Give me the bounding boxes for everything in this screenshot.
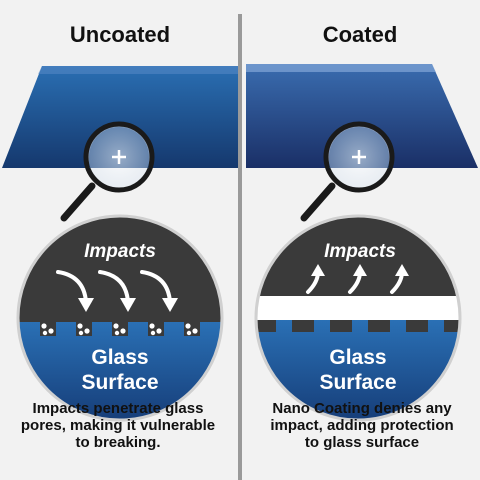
coated-glass-sheet	[246, 64, 478, 168]
uncoated-impacts-label: Impacts	[84, 241, 156, 262]
magnifier-icon	[60, 121, 155, 222]
magnifier-icon	[300, 121, 395, 222]
down-arrow-icon	[56, 270, 172, 304]
coated-impacts-label: Impacts	[324, 241, 396, 262]
uncoated-glass-sheet	[2, 66, 238, 168]
particle-icon	[41, 323, 198, 336]
coated-caption-line: Nano Coating denies any	[272, 400, 452, 417]
uncoated-surface-label-line1: Glass	[91, 346, 148, 369]
uncoated-caption-line: to breaking.	[75, 434, 161, 451]
uncoated-title: Uncoated	[69, 22, 171, 47]
center-divider	[238, 14, 242, 480]
uncoated-caption-line: pores, making it vulnerable	[20, 417, 216, 434]
plus-icon	[112, 150, 126, 164]
uncoated-caption-line: Impacts penetrate glass	[32, 400, 204, 417]
plus-icon	[352, 150, 366, 164]
coated-surface-label-line1: Glass	[329, 346, 386, 369]
coated-surface-label-line2: Surface	[319, 371, 396, 394]
uncoated-caption: Impacts penetrate glass pores, making it…	[0, 400, 236, 451]
uncoated-zoom-circle: Impacts Glass Surface	[16, 214, 224, 422]
coated-caption-line: impact, adding protection	[270, 417, 454, 434]
coated-zoom-circle: Impacts Glass Surface	[254, 214, 462, 422]
coated-caption: Nano Coating denies any impact, adding p…	[244, 400, 480, 451]
uncoated-surface-label-line2: Surface	[81, 371, 158, 394]
coated-caption-line: to glass surface	[304, 434, 420, 451]
coated-title: Coated	[322, 22, 398, 47]
